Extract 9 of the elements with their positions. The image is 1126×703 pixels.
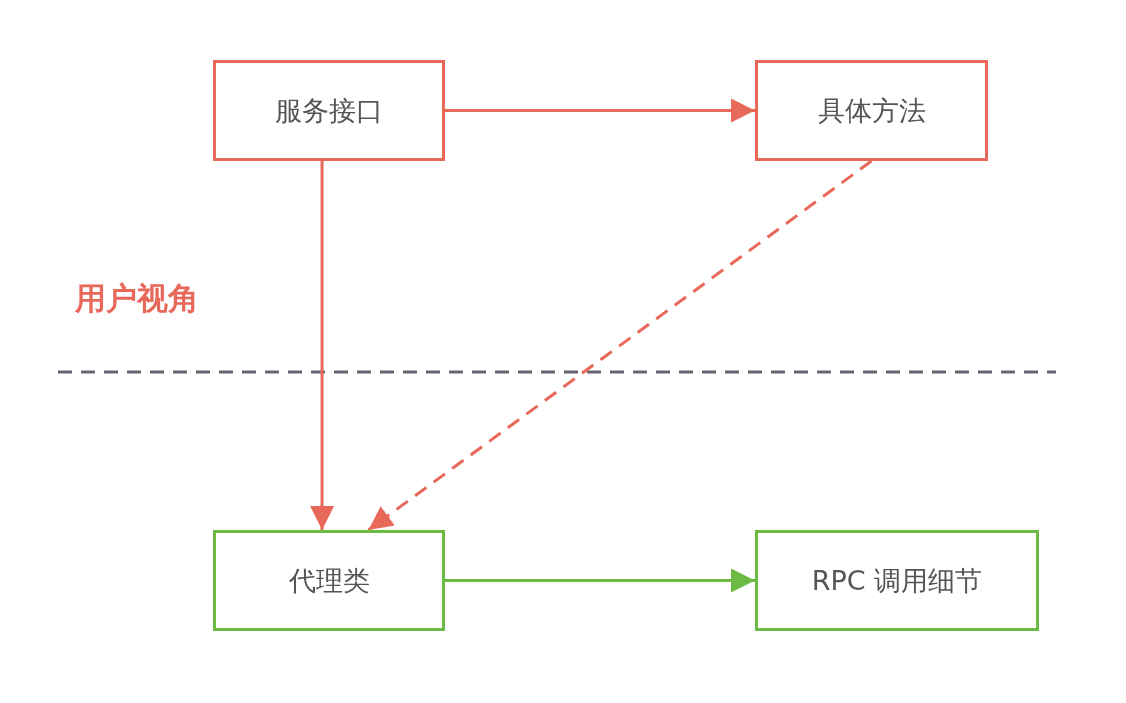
process-box: 服务接口	[213, 60, 445, 161]
process-box: 具体方法	[755, 60, 988, 161]
arrow	[367, 159, 873, 532]
section-label: 用户视角	[75, 279, 199, 318]
arrow	[310, 161, 335, 530]
process-box: RPC 调用细节	[755, 530, 1039, 631]
arrow	[445, 98, 755, 123]
process-box: 代理类	[213, 530, 445, 631]
arrow	[445, 568, 755, 593]
